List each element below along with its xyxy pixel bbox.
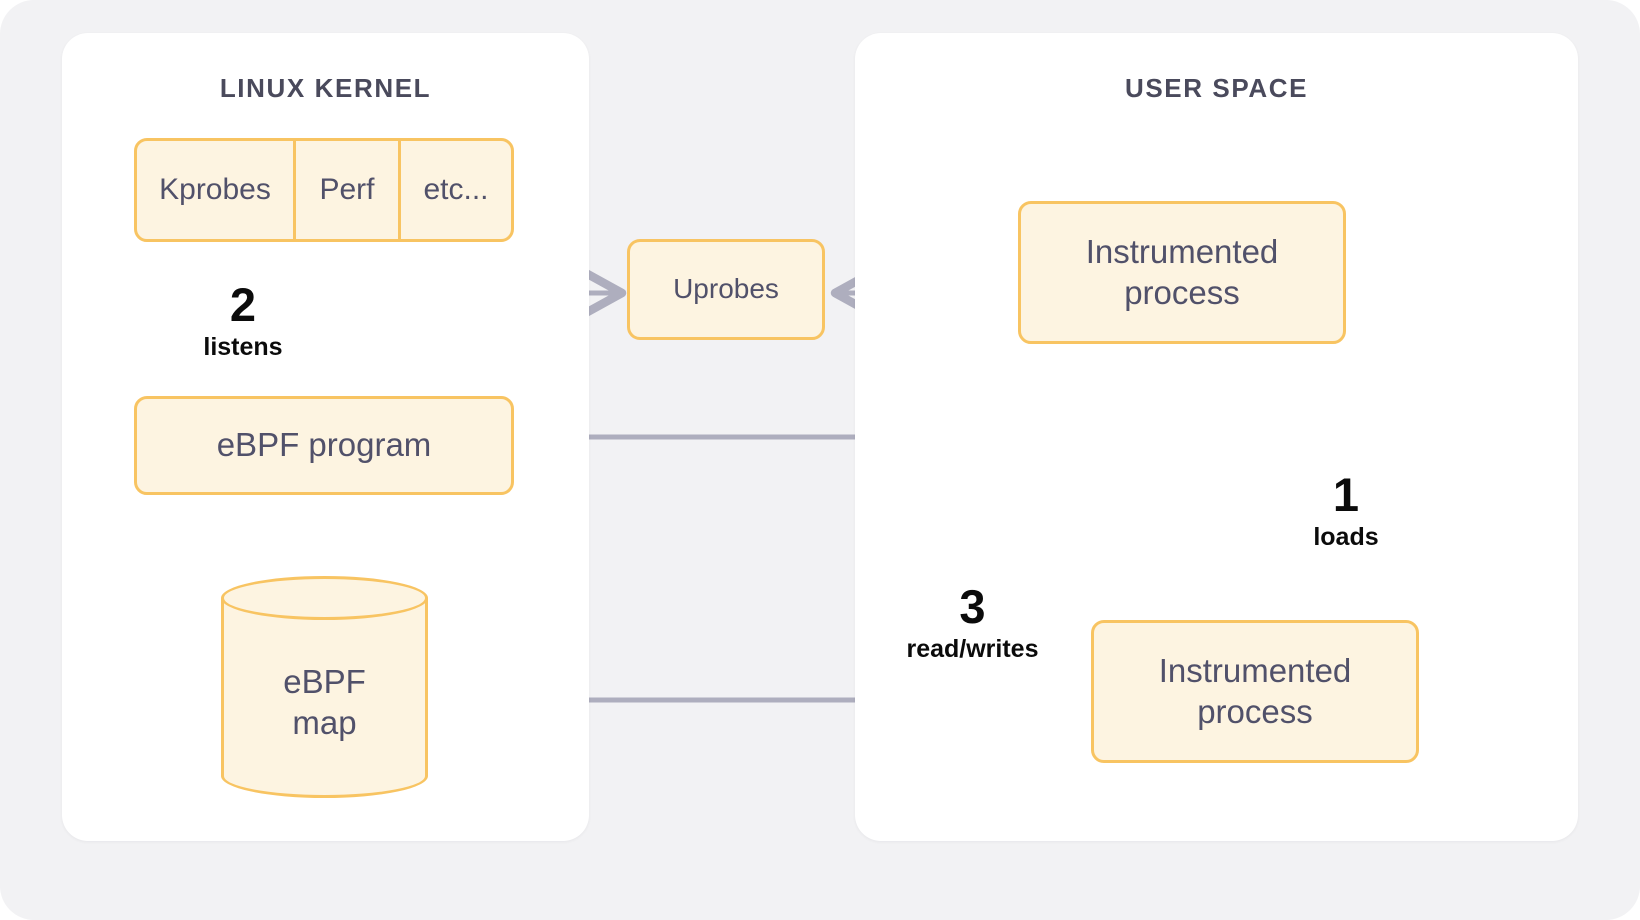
- node-ebpf-map-line1: eBPF: [283, 662, 366, 700]
- node-instrumented-process-bottom: Instrumented process: [1091, 620, 1419, 763]
- step-3-number: 3: [959, 580, 986, 633]
- node-probes-bar: Kprobes Perf etc...: [134, 138, 514, 242]
- node-proc-top-line2: process: [1124, 273, 1240, 311]
- node-probes-segment-etc: etc...: [398, 141, 511, 239]
- step-3-caption: read/writes: [906, 635, 1039, 663]
- node-ebpf-map: eBPF map: [221, 576, 428, 798]
- node-ebpf-map-label: eBPF map: [221, 632, 428, 772]
- node-ebpf-program: eBPF program: [134, 396, 514, 495]
- node-instrumented-process-top: Instrumented process: [1018, 201, 1346, 344]
- cylinder-bottom-mask: [224, 750, 425, 776]
- node-probes-segment-perf: Perf: [293, 141, 398, 239]
- step-1-number: 1: [1332, 468, 1360, 521]
- node-proc-bottom-line2: process: [1197, 692, 1313, 730]
- step-label-3: 3 read/writes: [885, 583, 1060, 662]
- panel-title-user-space: USER SPACE: [1124, 73, 1309, 103]
- node-uprobes: Uprobes: [627, 239, 825, 340]
- node-ebpf-map-line2: map: [292, 704, 357, 741]
- step-label-2: 2 listens: [178, 281, 308, 360]
- panel-title-linux-kernel: LINUX KERNEL: [219, 73, 432, 103]
- step-2-number: 2: [229, 278, 257, 331]
- cylinder-body: [221, 598, 428, 776]
- node-probes-segment-kprobes: Kprobes: [159, 173, 271, 206]
- step-1-caption: loads: [1313, 523, 1379, 551]
- node-proc-top-line1: Instrumented: [1085, 233, 1279, 271]
- cylinder-top-ellipse: [221, 576, 428, 620]
- node-proc-bottom-line1: Instrumented: [1158, 652, 1352, 690]
- step-label-1: 1 loads: [1296, 471, 1396, 550]
- step-2-caption: listens: [203, 333, 283, 361]
